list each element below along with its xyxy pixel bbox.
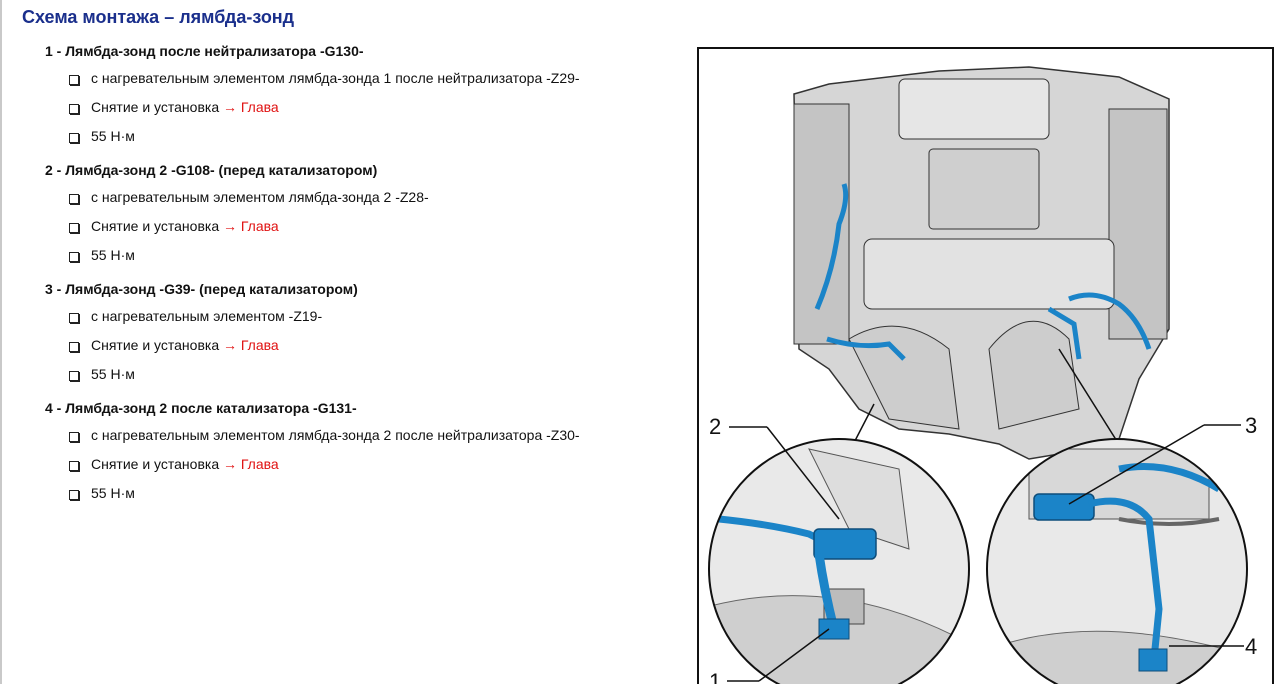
engine-block-drawing — [793, 66, 1170, 550]
callout-1: 1 — [709, 669, 721, 684]
page-title: Схема монтажа – лямбда-зонд — [22, 7, 295, 27]
left-border — [0, 0, 2, 684]
chapter-link[interactable]: → Глава — [223, 218, 279, 234]
checkbox-bullet-icon — [69, 104, 79, 114]
sub-item: с нагревательным элементом лямбда-зонда … — [69, 421, 665, 450]
list-item: 2 - Лямбда-зонд 2 -G108- (перед катализа… — [45, 161, 665, 270]
sub-item: с нагревательным элементом лямбда-зонда … — [69, 64, 665, 93]
sub-item-text: Снятие и установка — [91, 456, 223, 472]
engine-figure: 2 3 4 1 — [697, 47, 1274, 684]
sub-item: 55 Н·м — [69, 360, 665, 389]
checkbox-bullet-icon — [69, 313, 79, 323]
sub-item: Снятие и установка → Глава — [69, 331, 665, 360]
checkbox-bullet-icon — [69, 223, 79, 233]
chapter-link[interactable]: → Глава — [223, 337, 279, 353]
sub-item-text: 55 Н·м — [91, 247, 135, 263]
callout-1-leader-diagonal — [758, 628, 830, 682]
sub-item-text: Снятие и установка — [91, 99, 223, 115]
list-item: 4 - Лямбда-зонд 2 после катализатора -G1… — [45, 399, 665, 508]
detail-circle-left — [708, 438, 970, 684]
sub-item: 55 Н·м — [69, 241, 665, 270]
sub-item: Снятие и установка → Глава — [69, 212, 665, 241]
checkbox-bullet-icon — [69, 194, 79, 204]
sub-list: с нагревательным элементом лямбда-зонда … — [45, 183, 665, 270]
sub-item-text: Снятие и установка — [91, 218, 223, 234]
callout-2-leader-diagonal — [766, 426, 840, 520]
checkbox-bullet-icon — [69, 461, 79, 471]
sub-item: Снятие и установка → Глава — [69, 93, 665, 122]
item-heading: 3 - Лямбда-зонд -G39- (перед катализатор… — [45, 281, 358, 297]
callout-4: 4 — [1245, 634, 1257, 659]
item-heading: 1 - Лямбда-зонд после нейтрализатора -G1… — [45, 43, 364, 59]
sub-item-text: с нагревательным элементом лямбда-зонда … — [91, 70, 580, 86]
sub-item: 55 Н·м — [69, 479, 665, 508]
sub-item-text: 55 Н·м — [91, 128, 135, 144]
sub-item-text: с нагревательным элементом -Z19- — [91, 308, 323, 324]
checkbox-bullet-icon — [69, 75, 79, 85]
item-heading: 2 - Лямбда-зонд 2 -G108- (перед катализа… — [45, 162, 378, 178]
sub-item: 55 Н·м — [69, 122, 665, 151]
chapter-link[interactable]: → Глава — [223, 456, 279, 472]
sub-list: с нагревательным элементом -Z19- Снятие … — [45, 302, 665, 389]
list-item: 1 - Лямбда-зонд после нейтрализатора -G1… — [45, 42, 665, 151]
checkbox-bullet-icon — [69, 133, 79, 143]
sub-item-text: 55 Н·м — [91, 366, 135, 382]
callout-3-leader-diagonal — [1068, 424, 1205, 505]
chapter-link[interactable]: → Глава — [223, 99, 279, 115]
sub-item: Снятие и установка → Глава — [69, 450, 665, 479]
sub-list: с нагревательным элементом лямбда-зонда … — [45, 64, 665, 151]
callout-3: 3 — [1245, 413, 1257, 438]
sub-item-text: с нагревательным элементом лямбда-зонда … — [91, 189, 429, 205]
item-list: 1 - Лямбда-зонд после нейтрализатора -G1… — [45, 42, 665, 518]
callout-2: 2 — [709, 414, 721, 439]
checkbox-bullet-icon — [69, 490, 79, 500]
item-heading: 4 - Лямбда-зонд 2 после катализатора -G1… — [45, 400, 357, 416]
list-item: 3 - Лямбда-зонд -G39- (перед катализатор… — [45, 280, 665, 389]
checkbox-bullet-icon — [69, 342, 79, 352]
sub-item-text: с нагревательным элементом лямбда-зонда … — [91, 427, 580, 443]
sub-item: с нагревательным элементом -Z19- — [69, 302, 665, 331]
sub-item-text: Снятие и установка — [91, 337, 223, 353]
sub-list: с нагревательным элементом лямбда-зонда … — [45, 421, 665, 508]
sub-item: с нагревательным элементом лямбда-зонда … — [69, 183, 665, 212]
checkbox-bullet-icon — [69, 371, 79, 381]
sub-item-text: 55 Н·м — [91, 485, 135, 501]
checkbox-bullet-icon — [69, 252, 79, 262]
engine-illustration: 2 3 4 1 — [708, 66, 1257, 684]
detail-circle-right — [986, 438, 1248, 684]
checkbox-bullet-icon — [69, 432, 79, 442]
